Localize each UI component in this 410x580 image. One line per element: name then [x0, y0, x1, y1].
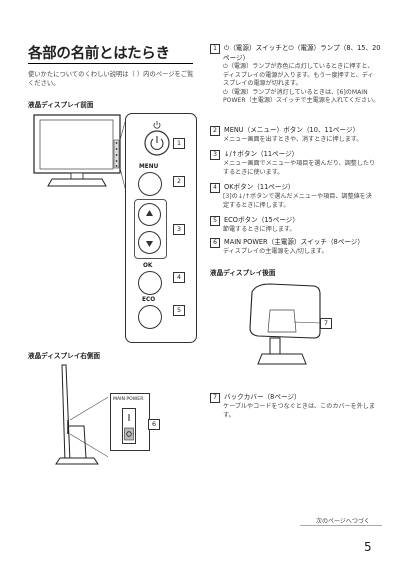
item-5-title: ECOボタン（15ページ）: [224, 216, 299, 224]
main-power-label: MAIN POWER: [113, 397, 144, 402]
item-3-number: 3: [210, 150, 220, 160]
item-5-line: 節電するときに押します。: [223, 226, 296, 233]
title-rule: [28, 63, 193, 64]
item-4-line: [3]の↓/↑ボタンで選んだメニューや項目、調整値を決: [223, 193, 372, 200]
item-7-line: す。: [223, 411, 235, 419]
item-5-number: 5: [210, 216, 220, 226]
callout-7: 7: [320, 318, 332, 329]
item-4-number: 4: [210, 183, 220, 193]
item-6-number: 6: [210, 238, 220, 248]
eco-label: ECO: [142, 297, 156, 303]
up-arrow-icon: [146, 210, 153, 216]
page-title: 各部の名前とはたらき: [28, 46, 170, 62]
ok-label: OK: [143, 263, 153, 269]
callout-3: 3: [173, 224, 185, 235]
item-6: 6 MAIN POWER（主電源）スイッチ（8ページ） ディスプレイの主電源を入/…: [210, 238, 382, 257]
monitor-side-illustration: [55, 364, 108, 465]
next-page-note: 次のページへつづく: [316, 518, 370, 525]
item-7-number: 7: [210, 393, 220, 403]
main-power-switch[interactable]: [122, 408, 136, 444]
item-1: 1 ⏻（電源）スイッチと⏻（電源）ランプ（8、15、20 ページ） ⏻（電源）ラン…: [210, 44, 382, 106]
section-back-heading: 液晶ディスプレイ後面: [210, 269, 276, 277]
arrow-button-group: [134, 199, 167, 259]
item-3-line: メニュー画面でメニューや項目を選んだり、調整したり: [223, 160, 376, 167]
callout-1: 1: [173, 138, 185, 149]
item-2-number: 2: [210, 126, 220, 136]
button-panel: [125, 113, 197, 343]
item-1-line: POWER（主電源）スイッチで主電源を入れてください。: [223, 97, 380, 105]
item-4: 4 OKボタン（11ページ） [3]の↓/↑ボタンで選んだメニューや項目、調整値を…: [210, 183, 382, 210]
item-3-title: ↓/↑ボタン（11ページ）: [224, 150, 299, 158]
callout-4: 4: [173, 272, 185, 283]
up-button[interactable]: [138, 203, 161, 226]
page-number: 5: [364, 540, 372, 554]
item-4-line: 定するときに押します。: [223, 201, 290, 209]
menu-label: MENU: [139, 164, 159, 170]
switch-rocker-icon: [124, 414, 134, 441]
item-2-line: メニュー画面を出すときや、消すときに押します。: [223, 136, 363, 143]
monitor-front-illustration: [33, 114, 126, 189]
item-4-title: OKボタン（11ページ）: [224, 183, 295, 191]
section-front-heading: 液晶ディスプレイ前面: [28, 101, 94, 109]
item-2-title: MENU（メニュー）ボタン（10、11ページ）: [224, 126, 360, 134]
monitor-back-illustration: [249, 283, 321, 365]
item-1-line: スプレイの電源が切れます。: [223, 80, 302, 88]
item-7-line: ケーブルやコードをつなぐときは、このカバーを外しま: [223, 403, 375, 410]
item-6-title: MAIN POWER（主電源）スイッチ（8ページ）: [224, 238, 364, 246]
item-1-line: ⏻（電源）ランプが赤色に点灯しているときに押すと、: [223, 63, 374, 70]
callout-5: 5: [173, 305, 185, 316]
item-2: 2 MENU（メニュー）ボタン（10、11ページ） メニュー画面を出すときや、消す…: [210, 126, 382, 145]
callout-2: 2: [173, 176, 185, 187]
next-page-rule: [300, 525, 382, 526]
item-1-line: ディスプレイの電源が入ります。もう一度押すと、ディ: [223, 71, 374, 79]
item-3-line: するときに使います。: [223, 168, 284, 176]
power-icon: [144, 121, 170, 156]
menu-button[interactable]: [138, 172, 162, 196]
item-7-title: バックカバー（8ページ）: [224, 393, 301, 401]
ok-button[interactable]: [138, 271, 162, 295]
item-1-line: ⏻（電源）ランプが消灯しているときは、[6]のMAIN: [223, 88, 368, 96]
section-right-heading: 液晶ディスプレイ右側面: [28, 352, 101, 360]
down-button[interactable]: [138, 231, 161, 254]
item-1-number: 1: [210, 44, 220, 54]
down-arrow-icon: [146, 241, 153, 247]
item-1-title-cont: ページ）: [223, 54, 250, 62]
item-5: 5 ECOボタン（15ページ） 節電するときに押します。: [210, 216, 382, 235]
eco-button[interactable]: [138, 305, 162, 329]
item-3: 3 ↓/↑ボタン（11ページ） メニュー画面でメニューや項目を選んだり、調整したり…: [210, 150, 382, 177]
item-6-line: ディスプレイの主電源を入/切します。: [223, 248, 328, 255]
callout-6: 6: [148, 419, 160, 430]
intro-text: 使いかたについてのくわしい説明は（ ）内のページをご覧ください。: [28, 71, 194, 87]
item-1-title: ⏻（電源）スイッチと⏻（電源）ランプ（8、15、20: [224, 44, 381, 52]
